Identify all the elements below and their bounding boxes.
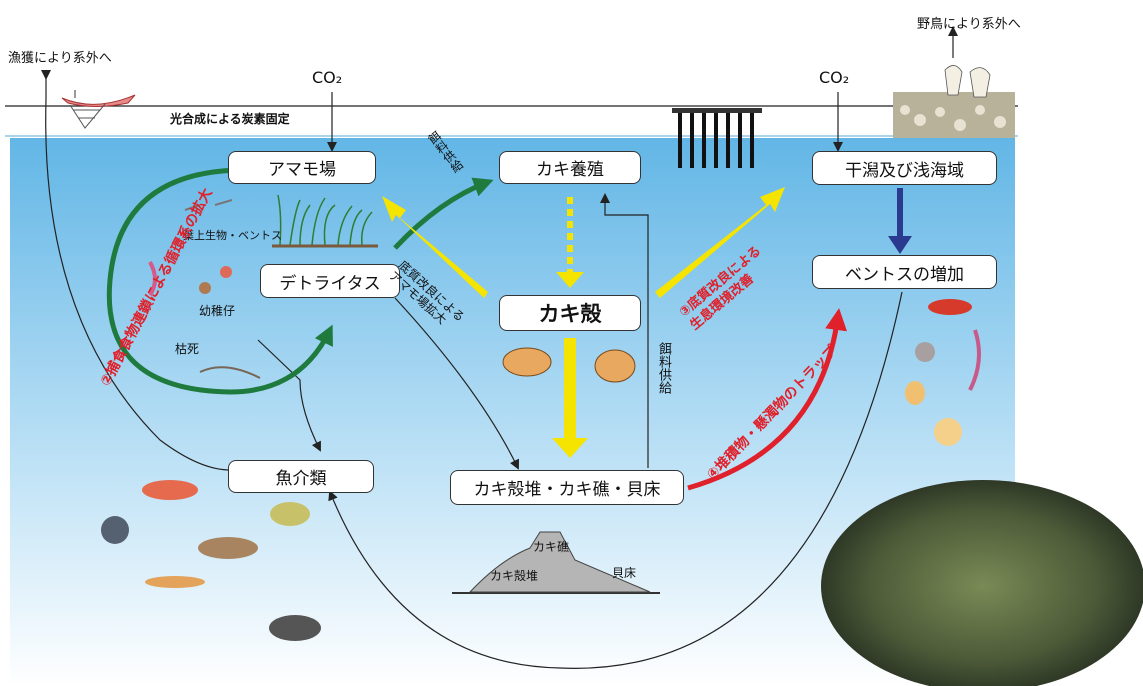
arrow-benthos-fish [328, 291, 903, 669]
node-eelgrass: アマモ場 [228, 151, 376, 184]
green-feed-arrow [393, 177, 494, 250]
fishing-boat-icon [61, 90, 136, 129]
epiphytes-label: 葉上生物・ベントス [183, 229, 282, 242]
small-creature-icons [148, 199, 261, 379]
tidal-flat-photo [893, 65, 1015, 138]
reef-label: カキ礁 [533, 540, 570, 554]
oyster-icon [502, 347, 636, 383]
feed-supply-label-2: 餌料供給 [656, 342, 671, 394]
node-oyster-reef: カキ殻堆・カキ礁・貝床 [450, 470, 684, 505]
birds-out-label: 野鳥により系外へ [917, 17, 1021, 32]
oyster-raft-icon [672, 108, 762, 168]
co2-left-label: CO₂ [312, 68, 343, 87]
underwater-photo [821, 480, 1143, 686]
green-cycle-arrow [106, 167, 333, 395]
co2-right-label: CO₂ [819, 68, 850, 87]
withered-label: 枯死 [175, 342, 200, 356]
arrow-to-fish [257, 339, 321, 452]
arrow-feed-supply [600, 193, 649, 468]
arrow-detritus-reef [394, 297, 519, 470]
fishing-out-label: 漁獲により系外へ [8, 51, 112, 66]
eelgrass-icon [272, 194, 378, 248]
node-oyster-shell: カキ殻 [499, 295, 641, 331]
arrow-fishing-out [41, 70, 231, 471]
juvenile-label: 幼稚仔 [199, 304, 236, 318]
node-benthos-increase: ベントスの増加 [812, 255, 997, 289]
oyster-reef-section [452, 531, 660, 594]
node-oyster-culture: カキ養殖 [499, 151, 641, 184]
node-tidal-flat: 干潟及び浅海域 [812, 151, 997, 185]
pile-label: カキ殻堆 [490, 569, 539, 583]
node-detritus: デトライタス [260, 264, 400, 298]
node-fish-shellfish: 魚介類 [228, 460, 374, 493]
benthos-icons [905, 299, 981, 446]
fish-icons [101, 480, 321, 641]
bed-label: 貝床 [612, 566, 637, 580]
yellow-arrows [382, 187, 785, 458]
red-trap-arrow [687, 308, 848, 491]
photosynthesis-label: 光合成による炭素固定 [170, 112, 290, 126]
